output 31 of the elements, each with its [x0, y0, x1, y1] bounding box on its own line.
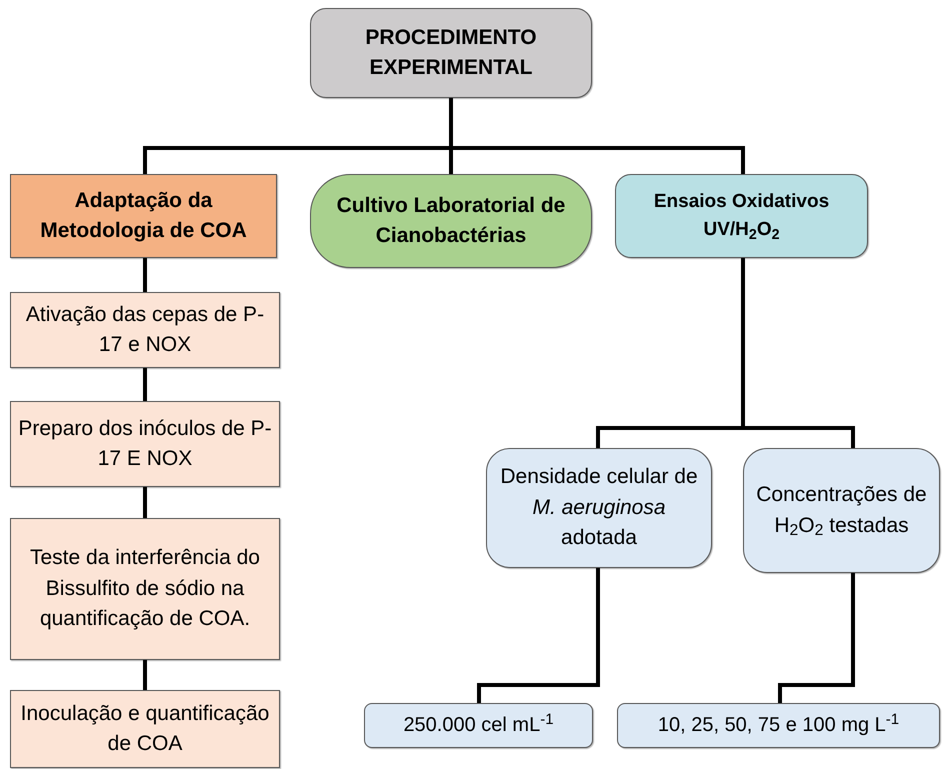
node-text: Cultivo Laboratorial de Cianobactérias — [336, 192, 566, 249]
value-box — [617, 703, 940, 748]
node-text: 250.000 cel mL$^{-1}$ — [402, 711, 555, 738]
node-text: 10, 25, 50, 75 e 100 mg L$^{-1}$ — [656, 711, 900, 738]
parameter-box — [486, 448, 712, 568]
node-text: Teste da interferência do Bissulfito de sódio na quantificação de COA. — [29, 545, 261, 632]
connector-line — [143, 660, 147, 690]
node-text: Preparo dos inóculos de P-17 E NOX — [17, 416, 273, 472]
step-box — [10, 518, 280, 660]
connector-line — [449, 98, 745, 174]
step-box — [10, 292, 280, 368]
process-box — [615, 174, 868, 258]
connector-line — [143, 258, 147, 292]
node-text: Inoculação e quantificação de COA — [20, 700, 270, 757]
node-text: Adaptação da Metodologia de COA — [39, 188, 248, 244]
value-box — [364, 703, 593, 748]
node-text: Densidade celular de M. aeruginosa adotada — [499, 464, 699, 552]
node-text: PROCEDIMENTO EXPERIMENTAL — [364, 24, 538, 81]
process-box — [10, 174, 277, 258]
process-box — [310, 174, 592, 268]
connector-line — [143, 368, 147, 401]
connector-line — [143, 487, 147, 518]
step-box — [10, 401, 280, 487]
node-text: Ativação das cepas de P-17 e NOX — [24, 302, 266, 358]
parameter-box — [743, 448, 940, 573]
title-box — [310, 8, 592, 98]
node-text: Concentrações de H$_{2}$O$_{2}$ testadas — [755, 482, 928, 541]
connector-line — [477, 568, 600, 703]
step-box — [10, 690, 280, 768]
connector-line — [778, 573, 855, 703]
node-text: Ensaios Oxidativos UV/H$_{2}$O$_{2}$ — [652, 190, 830, 244]
